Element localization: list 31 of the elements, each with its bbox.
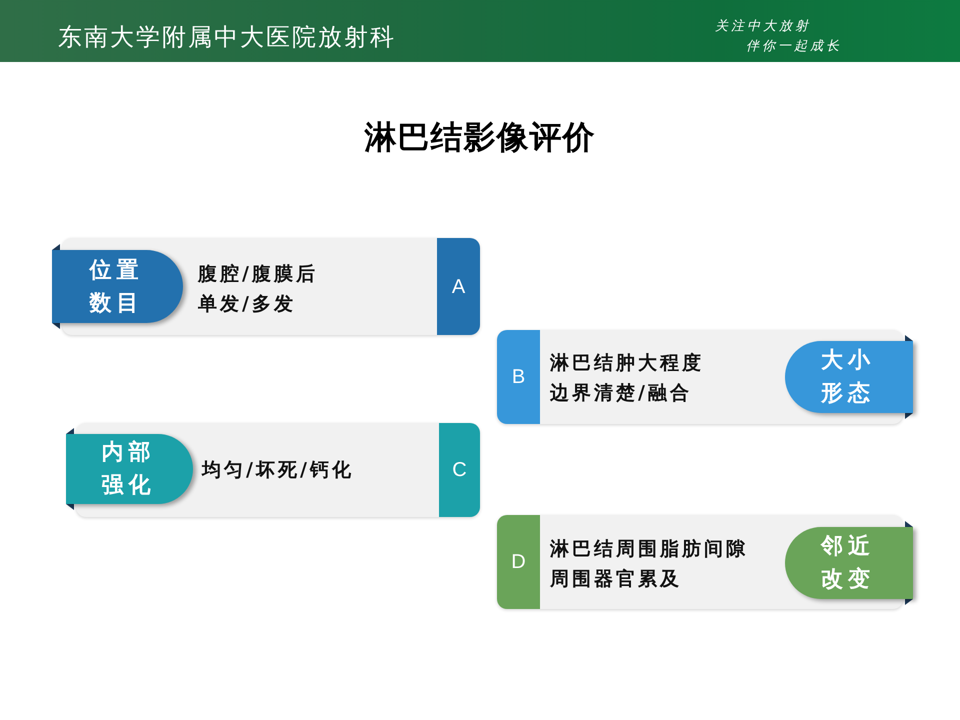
body-text: 腹腔/腹膜后	[198, 262, 318, 287]
tab-heading-text: 大小形态	[821, 347, 876, 408]
letter-label: C	[452, 458, 467, 482]
section-tab	[785, 341, 913, 413]
letter-strip	[437, 238, 480, 335]
body-text: 均匀/坏死/钙化	[202, 458, 354, 483]
body-text: 边界清楚/融合	[550, 381, 692, 406]
card-panel	[497, 330, 913, 424]
letter-label: A	[452, 274, 466, 298]
body-text: 淋巴结肿大程度	[550, 351, 704, 376]
section-tab	[52, 250, 183, 323]
body-text: 周围器官累及	[550, 567, 682, 592]
letter-strip	[497, 330, 540, 424]
letter-label: D	[511, 550, 526, 574]
header-title: 东南大学附属中大医院放射科	[58, 22, 396, 52]
slide-title: 淋巴结影像评价	[363, 117, 596, 158]
card-panel	[52, 238, 480, 335]
slogan-text: 伴你一起成长	[746, 39, 842, 55]
letter-label: B	[512, 365, 526, 389]
section-tab	[66, 434, 193, 504]
tab-heading-text: 邻近改变	[821, 533, 876, 594]
slogan-text: 关注中大放射	[715, 19, 811, 35]
card-panel	[66, 423, 480, 517]
tab-heading-text: 位置数目	[90, 256, 144, 318]
section-tab	[785, 527, 913, 599]
body-text: 淋巴结周围脂肪间隙	[550, 537, 748, 562]
letter-strip	[497, 515, 540, 609]
card-panel	[497, 515, 913, 609]
letter-strip	[439, 423, 480, 517]
tab-heading-text: 内部强化	[102, 439, 156, 500]
body-text: 单发/多发	[198, 292, 296, 317]
